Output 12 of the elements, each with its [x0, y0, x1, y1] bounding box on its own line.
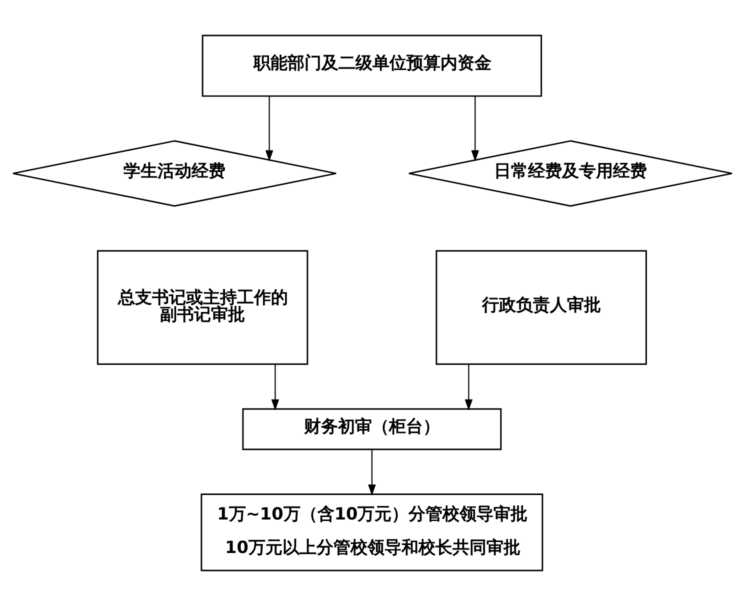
- arrow: [265, 96, 274, 162]
- node-box: 财务初审（柜台）: [242, 408, 502, 450]
- arrow: [271, 364, 280, 411]
- node-box: 总支书记或主持工作的副书记审批: [96, 250, 308, 365]
- node-diamond: 日常经费及专用经费: [408, 140, 733, 207]
- arrow: [368, 450, 376, 496]
- node-diamond: 学生活动经费: [12, 140, 337, 207]
- arrow: [471, 96, 480, 162]
- node-box: 1万~10万（含10万元）分管校领导审批 10万元以上分管校领导和校长共同审批: [200, 494, 544, 572]
- node-box: 职能部门及二级单位预算内资金: [202, 34, 542, 97]
- node-box: 行政负责人审批: [436, 250, 647, 365]
- arrow: [464, 364, 473, 411]
